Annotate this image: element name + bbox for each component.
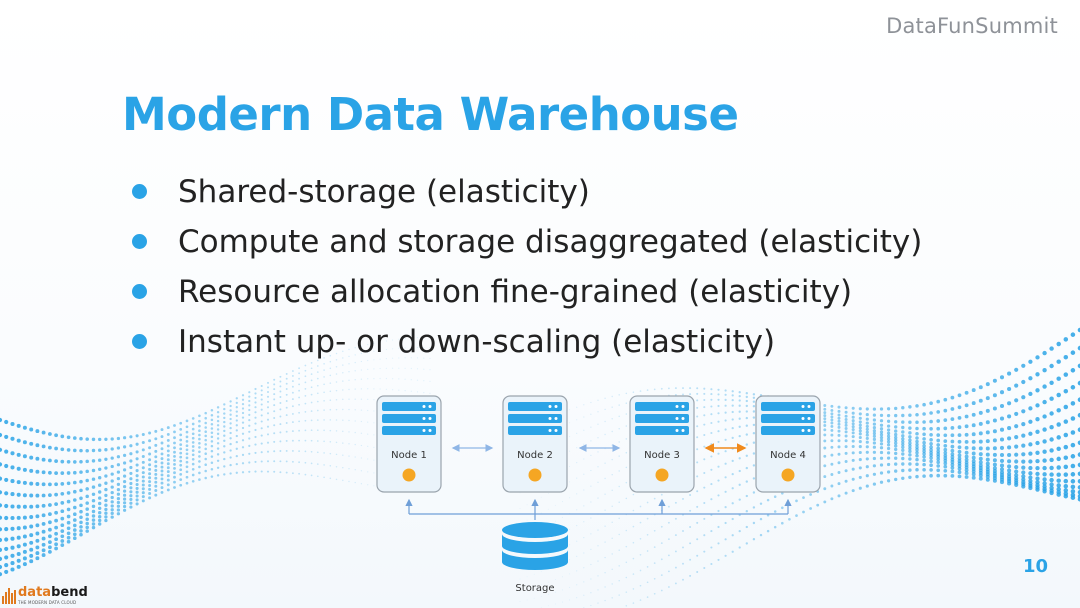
bullet-text: Compute and storage disaggregated (elast… xyxy=(178,224,923,260)
node-status-dot-icon xyxy=(655,468,669,482)
node-label: Node 3 xyxy=(644,450,680,461)
logo-bars-icon xyxy=(2,588,16,604)
server-icon xyxy=(508,402,562,435)
node-status-dot-icon xyxy=(781,468,795,482)
compute-node-4: Node 4 xyxy=(755,395,821,493)
database-icon xyxy=(502,522,568,570)
node-label: Node 4 xyxy=(770,450,806,461)
bullet-text: Resource allocation fine-grained (elasti… xyxy=(178,274,853,310)
logo-wordmark: databend xyxy=(18,585,88,600)
node-status-dot-icon xyxy=(402,468,416,482)
brand-header: DataFunSummit xyxy=(886,14,1058,38)
compute-node-2: Node 2 xyxy=(502,395,568,493)
server-icon xyxy=(382,402,436,435)
server-icon xyxy=(761,402,815,435)
bullet-text: Shared-storage (elasticity) xyxy=(178,174,590,210)
bullet-dot-icon xyxy=(132,184,147,199)
bullet-item: Instant up- or down-scaling (elasticity) xyxy=(130,320,922,370)
bullet-item: Shared-storage (elasticity) xyxy=(130,170,922,220)
bullet-text: Instant up- or down-scaling (elasticity) xyxy=(178,324,776,360)
node-label: Node 1 xyxy=(391,450,427,461)
bullet-dot-icon xyxy=(132,334,147,349)
server-icon xyxy=(635,402,689,435)
storage-label: Storage xyxy=(515,583,554,594)
storage-bus xyxy=(405,498,792,520)
logo-tagline: THE MODERN DATA CLOUD xyxy=(18,600,77,605)
compute-node-3: Node 3 xyxy=(629,395,695,493)
node-status-dot-icon xyxy=(528,468,542,482)
bullet-item: Compute and storage disaggregated (elast… xyxy=(130,220,922,270)
compute-node-1: Node 1 xyxy=(376,395,442,493)
node-label: Node 2 xyxy=(517,450,553,461)
bullet-dot-icon xyxy=(132,284,147,299)
databend-logo: databend THE MODERN DATA CLOUD xyxy=(2,585,92,606)
slide-title: Modern Data Warehouse xyxy=(122,88,739,141)
bullet-item: Resource allocation fine-grained (elasti… xyxy=(130,270,922,320)
page-number: 10 xyxy=(1022,556,1048,577)
bullet-list: Shared-storage (elasticity) Compute and … xyxy=(130,170,922,370)
bullet-dot-icon xyxy=(132,234,147,249)
